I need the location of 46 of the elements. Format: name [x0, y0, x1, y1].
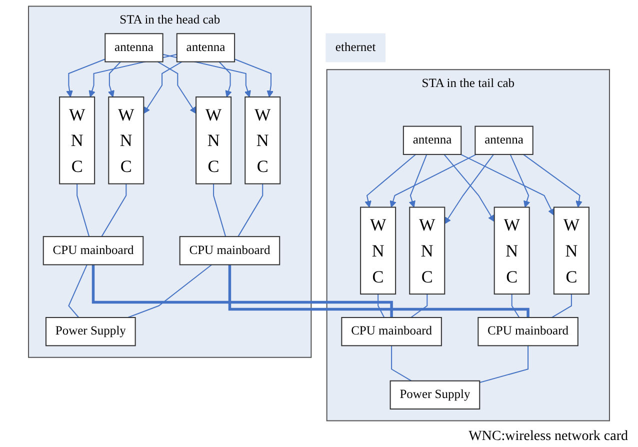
arrow	[66, 58, 106, 98]
connector	[128, 264, 212, 318]
connector	[68, 264, 88, 318]
connector	[410, 294, 428, 318]
node-box: CPU mainboard	[179, 236, 280, 266]
arrow	[143, 61, 182, 114]
node-box: W N C	[360, 206, 396, 295]
node-box: CPU mainboard	[478, 317, 578, 346]
note: WNC:wireless network card	[468, 429, 628, 445]
connector	[213, 184, 226, 237]
node-box: CPU mainboard	[341, 317, 442, 346]
node-box: antenna	[402, 126, 462, 155]
node-box: Power Supply	[45, 317, 136, 346]
connector	[228, 264, 530, 318]
node-box: ethernet	[326, 33, 386, 62]
connector	[480, 346, 529, 384]
arrow	[234, 58, 274, 98]
connector	[551, 294, 572, 318]
arrow	[408, 154, 428, 208]
connector	[76, 184, 90, 237]
node-box: W N C	[244, 96, 281, 184]
connector	[378, 294, 385, 318]
connector	[238, 184, 264, 237]
node-box: Power Supply	[390, 380, 480, 410]
connector	[511, 294, 520, 318]
connector	[101, 184, 127, 237]
node-box: CPU mainboard	[42, 236, 144, 266]
arrow	[510, 154, 530, 208]
arrow	[390, 154, 476, 208]
connector	[391, 346, 412, 382]
node-box: W N C	[553, 206, 590, 295]
arrow	[158, 61, 196, 114]
arrow	[523, 154, 582, 208]
node-box: antenna	[474, 126, 534, 155]
arrow	[108, 61, 121, 98]
arrow	[364, 154, 416, 208]
node-box: W N C	[59, 96, 96, 184]
node-box: antenna	[176, 33, 236, 62]
arrow	[218, 61, 232, 98]
connector	[92, 264, 393, 318]
node-box: W N C	[494, 206, 530, 295]
node-box: W N C	[196, 96, 232, 184]
node-box: W N C	[108, 96, 144, 184]
node-box: antenna	[104, 33, 164, 62]
node-box: W N C	[409, 206, 446, 295]
arrow	[460, 154, 554, 216]
